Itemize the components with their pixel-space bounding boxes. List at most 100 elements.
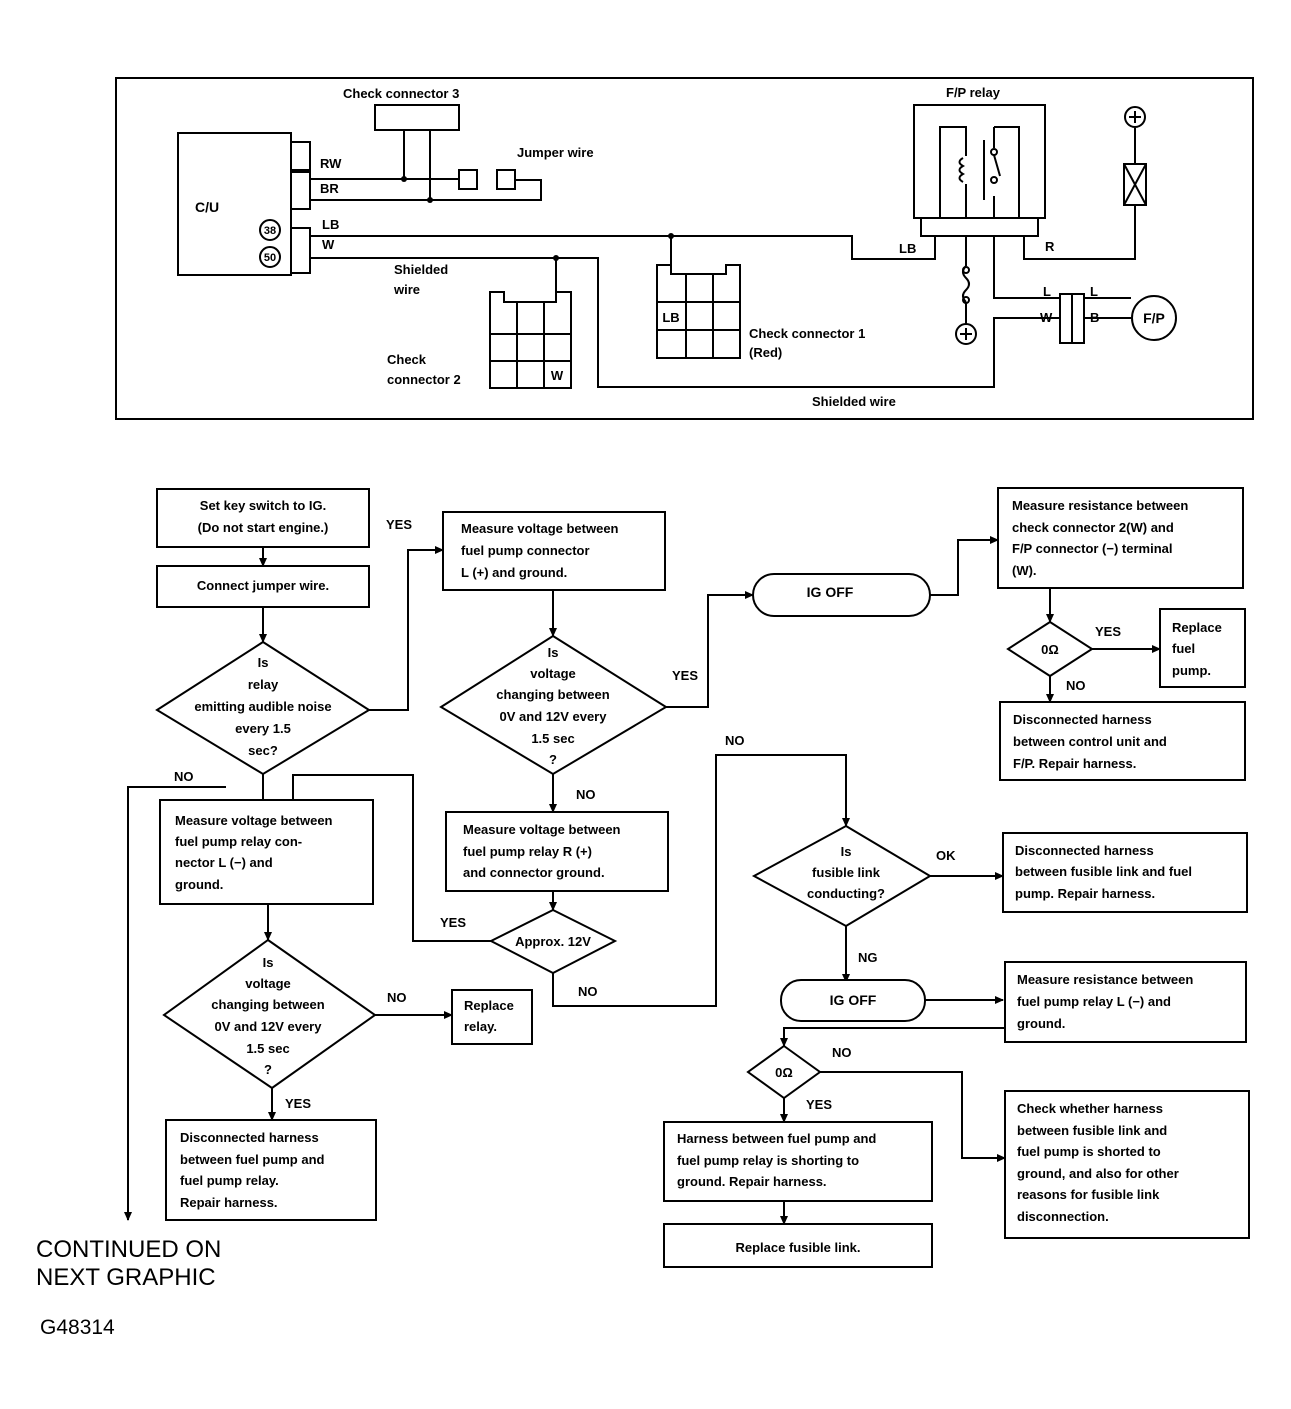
d6-no-label: NO bbox=[387, 990, 407, 1005]
b6-line-1: Disconnected harness bbox=[1013, 712, 1152, 727]
schematic-labels: Check connector 3 F/P relay Jumper wire … bbox=[195, 85, 1165, 409]
shielded-wire-bottom-label: Shielded wire bbox=[812, 394, 896, 409]
fp-connector-right bbox=[1071, 293, 1085, 344]
d2-line-5: 1.5 sec bbox=[531, 731, 574, 746]
d5-diamond bbox=[751, 824, 932, 928]
d3-yes-label: YES bbox=[1095, 624, 1121, 639]
b3-line-3: L (+) and ground. bbox=[461, 565, 567, 580]
relay-switch-blade-icon bbox=[993, 154, 1001, 177]
b3-line-1: Measure voltage between bbox=[461, 521, 619, 536]
pin-38-circle bbox=[259, 219, 281, 241]
battery-plus-sign-icon bbox=[1129, 111, 1141, 123]
d6-line-5: 1.5 sec bbox=[246, 1041, 289, 1056]
b6-line-3: F/P. Repair harness. bbox=[1013, 756, 1136, 771]
b5-line-3: pump. bbox=[1172, 663, 1211, 678]
d6-line-1: Is bbox=[263, 955, 274, 970]
wire-lb bbox=[310, 222, 936, 260]
b10-line-2: relay. bbox=[464, 1019, 497, 1034]
b7-line-2: fuel pump relay con- bbox=[175, 834, 302, 849]
b13-line-4: ground, and also for other bbox=[1017, 1166, 1179, 1181]
battery-plus-icon bbox=[1124, 106, 1146, 128]
wire-br-label: BR bbox=[320, 181, 339, 196]
d6-yes-label: YES bbox=[285, 1096, 311, 1111]
check-connector-2 bbox=[489, 291, 572, 389]
fp-relay-box bbox=[913, 104, 1046, 219]
wire-to-fuel-pump bbox=[1084, 297, 1131, 319]
jumper-terminal-right bbox=[496, 169, 516, 190]
d1-line-5: sec? bbox=[248, 743, 278, 758]
d6-line-3: changing between bbox=[211, 997, 324, 1012]
b15-line-3: fuel pump relay. bbox=[180, 1173, 279, 1188]
check-connector-1-sublabel: (Red) bbox=[749, 345, 782, 360]
plus-terminal-sign-icon bbox=[960, 328, 972, 340]
b7-box bbox=[159, 799, 374, 905]
check-connector-2-pin-label: W bbox=[551, 368, 564, 383]
b15-line-1: Disconnected harness bbox=[180, 1130, 319, 1145]
d6-diamond bbox=[162, 938, 377, 1090]
b10-line-1: Replace bbox=[464, 998, 514, 1013]
continued-line-2: NEXT GRAPHIC bbox=[36, 1264, 216, 1291]
b12-line-2: fuel pump relay is shorting to bbox=[677, 1153, 859, 1168]
d2-line-4: 0V and 12V every bbox=[500, 709, 608, 724]
b8-line-2: fuel pump relay R (+) bbox=[463, 844, 592, 859]
b5-box bbox=[1159, 608, 1246, 688]
wire-w2-label: W bbox=[1040, 310, 1053, 325]
cu-plug-br bbox=[290, 171, 311, 210]
d7-yes-label: YES bbox=[806, 1097, 832, 1112]
b4-box bbox=[997, 487, 1244, 589]
jumper-wire-label: Jumper wire bbox=[517, 145, 594, 160]
b7-line-3: nector L (−) and bbox=[175, 855, 273, 870]
fusible-link-end-a-icon bbox=[962, 266, 970, 274]
d1-yes-label: YES bbox=[386, 517, 412, 532]
d1-line-4: every 1.5 bbox=[235, 721, 291, 736]
b3-box bbox=[442, 511, 666, 591]
check-connector-1-body bbox=[656, 264, 741, 359]
arrow-d1-yes bbox=[369, 546, 444, 711]
b5-line-1: Replace bbox=[1172, 620, 1222, 635]
schematic-frame bbox=[115, 77, 1254, 420]
d2-diamond bbox=[439, 634, 668, 776]
d2-no-label: NO bbox=[576, 787, 596, 802]
b3-line-2: fuel pump connector bbox=[461, 543, 590, 558]
d6-line-2: voltage bbox=[245, 976, 291, 991]
wire-br bbox=[310, 179, 542, 201]
wire-lb-label: LB bbox=[322, 217, 339, 232]
wire-l-label-2: L bbox=[1090, 284, 1098, 299]
d5-line-3: conducting? bbox=[807, 886, 885, 901]
relay-contact-lead-a bbox=[994, 126, 1020, 218]
d4-no-label-2: NO bbox=[725, 733, 745, 748]
relay-coil-icon bbox=[958, 157, 966, 183]
relay-contact-bottom-icon bbox=[990, 176, 998, 184]
d1-no-label: NO bbox=[174, 769, 194, 784]
flow-shapes bbox=[155, 487, 1250, 1268]
b13-line-5: reasons for fusible link bbox=[1017, 1187, 1160, 1202]
b7-line-1: Measure voltage between bbox=[175, 813, 333, 828]
fp-relay-base bbox=[920, 217, 1039, 237]
wire-l bbox=[993, 236, 1060, 299]
control-unit-box bbox=[177, 132, 292, 276]
b14-line-1: Replace fusible link. bbox=[736, 1240, 861, 1255]
b4-line-3: F/P connector (−) terminal bbox=[1012, 541, 1173, 556]
pin-38-label: 38 bbox=[264, 225, 276, 237]
wire-r bbox=[1023, 205, 1136, 260]
junction-rw bbox=[401, 176, 407, 182]
d3-diamond bbox=[1006, 620, 1094, 678]
d2-line-2: voltage bbox=[530, 666, 576, 681]
pin-50-label: 50 bbox=[264, 252, 276, 264]
check-connector-1-grid bbox=[657, 274, 740, 358]
b13-line-1: Check whether harness bbox=[1017, 1101, 1163, 1116]
cu-plug-rw bbox=[290, 141, 311, 171]
b10-box bbox=[451, 989, 533, 1045]
b11-line-1: Measure resistance between bbox=[1017, 972, 1193, 987]
b8-line-3: and connector ground. bbox=[463, 865, 605, 880]
d7-diamond bbox=[746, 1044, 822, 1100]
fuse-x-icon bbox=[1123, 163, 1147, 206]
arrow-d2-yes bbox=[666, 591, 754, 708]
fp-connector-left bbox=[1059, 293, 1073, 344]
arrow-d1-no bbox=[124, 786, 226, 1221]
b9-line-2: between fusible link and fuel bbox=[1015, 864, 1192, 879]
ig-off-1-box bbox=[752, 573, 931, 617]
b9-line-1: Disconnected harness bbox=[1015, 843, 1154, 858]
b13-line-6: disconnection. bbox=[1017, 1209, 1109, 1224]
